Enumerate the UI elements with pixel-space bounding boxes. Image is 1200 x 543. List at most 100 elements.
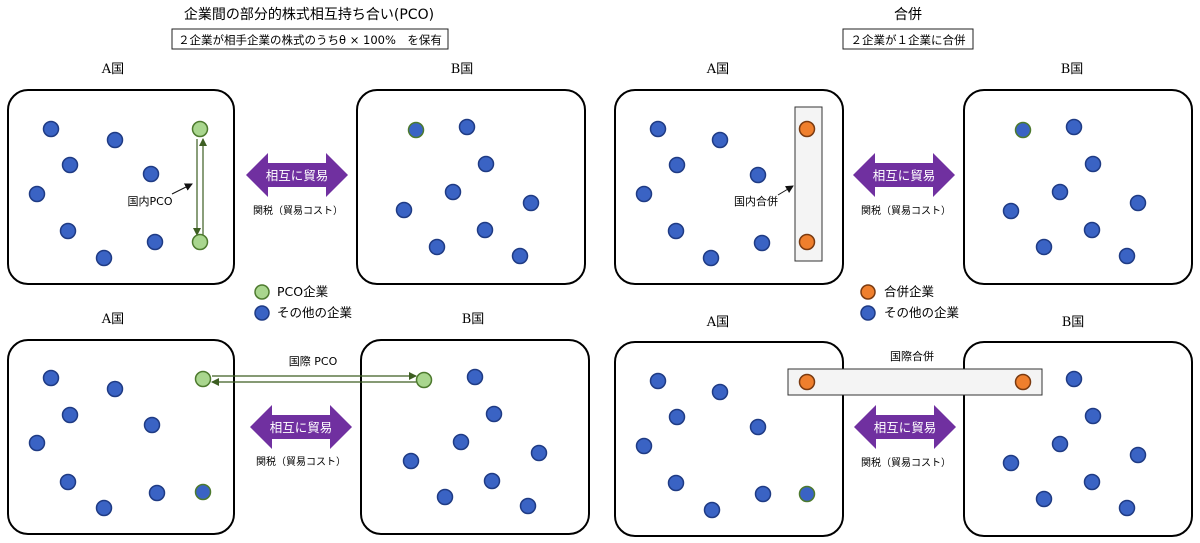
legend-other-firm-icon-right bbox=[860, 305, 876, 321]
firm-dot bbox=[143, 416, 161, 434]
domestic-pco-label: 国内PCO bbox=[128, 194, 173, 208]
pco-firm-dot bbox=[415, 371, 433, 389]
firm-dot bbox=[28, 434, 46, 452]
firm-dot bbox=[1084, 407, 1102, 425]
trade-label-q4: 相互に貿易 bbox=[874, 420, 937, 435]
legend-other-firm-label-right: その他の企業 bbox=[884, 305, 960, 320]
firm-dot bbox=[798, 485, 816, 503]
right-panel-title: 合併 bbox=[894, 7, 922, 23]
firms-q3-b bbox=[402, 368, 548, 515]
left-panel-subtitle: ２企業が相手企業の株式のうちθ × 100% を保有 bbox=[178, 33, 442, 47]
trade-arrow-q2: 相互に貿易 bbox=[853, 153, 955, 197]
firm-dot bbox=[142, 165, 160, 183]
firm-dot bbox=[59, 222, 77, 240]
firm-dot bbox=[1083, 221, 1101, 239]
firm-dot bbox=[28, 185, 46, 203]
firm-dot bbox=[106, 380, 124, 398]
firms-q4 bbox=[635, 372, 816, 519]
country-box-b-q1 bbox=[356, 89, 586, 285]
firm-dot bbox=[754, 485, 772, 503]
country-box-a-q1 bbox=[7, 89, 235, 285]
trade-label-q3: 相互に貿易 bbox=[270, 420, 333, 435]
pco-firm-dot bbox=[191, 120, 209, 138]
firm-dot bbox=[61, 156, 79, 174]
firm-dot bbox=[635, 185, 653, 203]
tariff-label-q2: 関税（貿易コスト） bbox=[861, 204, 951, 217]
firms-q2-b bbox=[1002, 118, 1147, 265]
firm-dot bbox=[42, 369, 60, 387]
firms-q4-b bbox=[1002, 370, 1147, 517]
firms-q1-b bbox=[395, 118, 540, 265]
right-subtitle-box bbox=[842, 28, 974, 50]
merger-firm-dot bbox=[798, 233, 816, 251]
international-merger-label: 国際合併 bbox=[890, 349, 934, 363]
firm-dot bbox=[106, 131, 124, 149]
firm-dot bbox=[428, 238, 446, 256]
country-label-a-q1: A国 bbox=[101, 62, 124, 77]
country-label-a-q2: A国 bbox=[706, 62, 729, 77]
firm-dot bbox=[395, 201, 413, 219]
legend-merger-firm-label: 合併企業 bbox=[884, 284, 935, 299]
firms-q2 bbox=[635, 120, 816, 267]
left-subtitle-box bbox=[171, 28, 449, 50]
firm-dot bbox=[436, 488, 454, 506]
firm-dot bbox=[458, 118, 476, 136]
firm-dot bbox=[703, 501, 721, 519]
firm-dot bbox=[1083, 473, 1101, 491]
firm-dot bbox=[1002, 454, 1020, 472]
firm-dot bbox=[1051, 183, 1069, 201]
left-panel-title: 企業間の部分的株式相互持ち合い(PCO) bbox=[184, 6, 434, 23]
merger-firm-dot bbox=[798, 120, 816, 138]
country-label-a-q3: A国 bbox=[101, 312, 124, 327]
firm-dot bbox=[668, 156, 686, 174]
firm-dot bbox=[485, 405, 503, 423]
country-label-a-q4: A国 bbox=[706, 315, 729, 330]
firm-dot bbox=[1118, 247, 1136, 265]
firm-dot bbox=[42, 120, 60, 138]
firm-dot bbox=[1129, 194, 1147, 212]
pco-firm-dot bbox=[194, 370, 212, 388]
firm-dot bbox=[711, 383, 729, 401]
firm-dot bbox=[1084, 155, 1102, 173]
firm-dot bbox=[522, 194, 540, 212]
firm-dot bbox=[1014, 121, 1032, 139]
merger-firm-dot bbox=[798, 373, 816, 391]
firm-dot bbox=[1065, 118, 1083, 136]
firm-dot bbox=[95, 249, 113, 267]
firm-dot bbox=[702, 249, 720, 267]
legend-other-firm-icon-left bbox=[254, 305, 270, 321]
country-box-b-q3 bbox=[360, 339, 590, 535]
firm-dot bbox=[667, 222, 685, 240]
firm-dot bbox=[61, 406, 79, 424]
firm-dot bbox=[530, 444, 548, 462]
firm-dot bbox=[1065, 370, 1083, 388]
domestic-pco-pointer bbox=[171, 183, 193, 195]
firm-dot bbox=[635, 437, 653, 455]
firm-dot bbox=[749, 418, 767, 436]
firm-dot bbox=[511, 247, 529, 265]
firm-dot bbox=[477, 155, 495, 173]
firms-q1 bbox=[28, 120, 209, 267]
trade-arrow-q3: 相互に貿易 bbox=[250, 405, 352, 449]
firm-dot bbox=[483, 472, 501, 490]
international-merger-highlight bbox=[787, 368, 1043, 396]
firm-dot bbox=[1035, 238, 1053, 256]
international-pco-link bbox=[211, 372, 417, 386]
pco-firm-dot bbox=[191, 233, 209, 251]
firm-dot bbox=[407, 121, 425, 139]
country-label-b-q3: B国 bbox=[462, 312, 485, 327]
country-label-b-q2: B国 bbox=[1061, 62, 1084, 77]
firms-q3 bbox=[28, 369, 212, 517]
firm-dot bbox=[1035, 490, 1053, 508]
domestic-merger-label: 国内合併 bbox=[734, 194, 778, 208]
merger-firm-dot bbox=[1014, 373, 1032, 391]
firm-dot bbox=[466, 368, 484, 386]
domestic-pco-link bbox=[193, 138, 207, 236]
firm-dot bbox=[649, 120, 667, 138]
firm-dot bbox=[402, 452, 420, 470]
firm-dot bbox=[476, 221, 494, 239]
legend-pco-firm-label: PCO企業 bbox=[277, 284, 329, 299]
international-pco-label: 国際 PCO bbox=[289, 355, 338, 368]
firm-dot bbox=[1118, 499, 1136, 517]
